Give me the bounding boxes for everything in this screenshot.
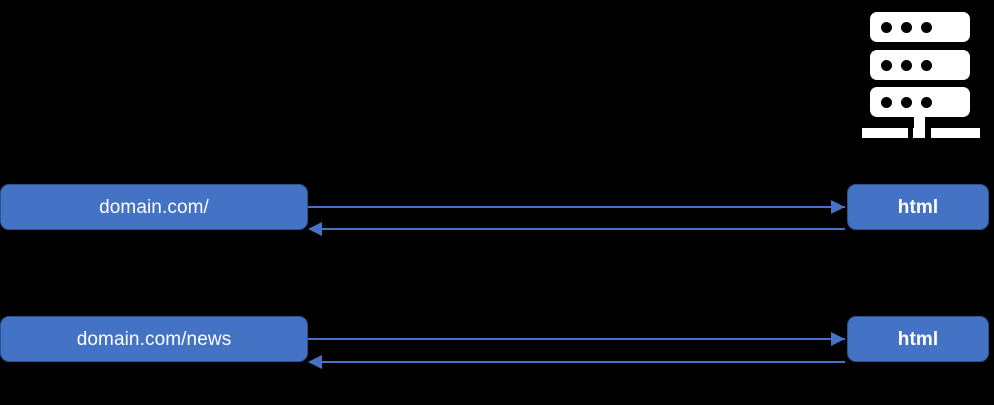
- response-line-news: [322, 361, 845, 363]
- response-arrowhead-home: [308, 222, 322, 236]
- server-icon: [862, 6, 980, 138]
- response-line-home: [322, 228, 845, 230]
- server-dot: [881, 59, 892, 71]
- server-rack-bar-1: [870, 12, 970, 42]
- server-base-right: [931, 128, 980, 138]
- response-node-news[interactable]: html: [847, 316, 989, 362]
- server-stem: [914, 117, 925, 129]
- url-node-news[interactable]: domain.com/news: [0, 316, 308, 362]
- server-dot: [921, 21, 932, 33]
- server-dot: [881, 21, 892, 33]
- server-dot: [901, 96, 912, 108]
- server-base-left: [862, 128, 908, 138]
- request-arrowhead-home: [831, 200, 845, 214]
- server-dot: [921, 59, 932, 71]
- server-dot: [901, 59, 912, 71]
- response-arrowhead-news: [308, 355, 322, 369]
- response-node-home[interactable]: html: [847, 184, 989, 230]
- server-rack-bar-3: [870, 87, 970, 117]
- request-line-home: [308, 206, 845, 208]
- server-dot: [921, 96, 932, 108]
- request-line-news: [308, 338, 845, 340]
- request-arrowhead-news: [831, 332, 845, 346]
- server-rack-bar-2: [870, 50, 970, 80]
- server-dot: [901, 21, 912, 33]
- url-node-home[interactable]: domain.com/: [0, 184, 308, 230]
- server-base-center: [913, 128, 925, 138]
- server-dot: [881, 96, 892, 108]
